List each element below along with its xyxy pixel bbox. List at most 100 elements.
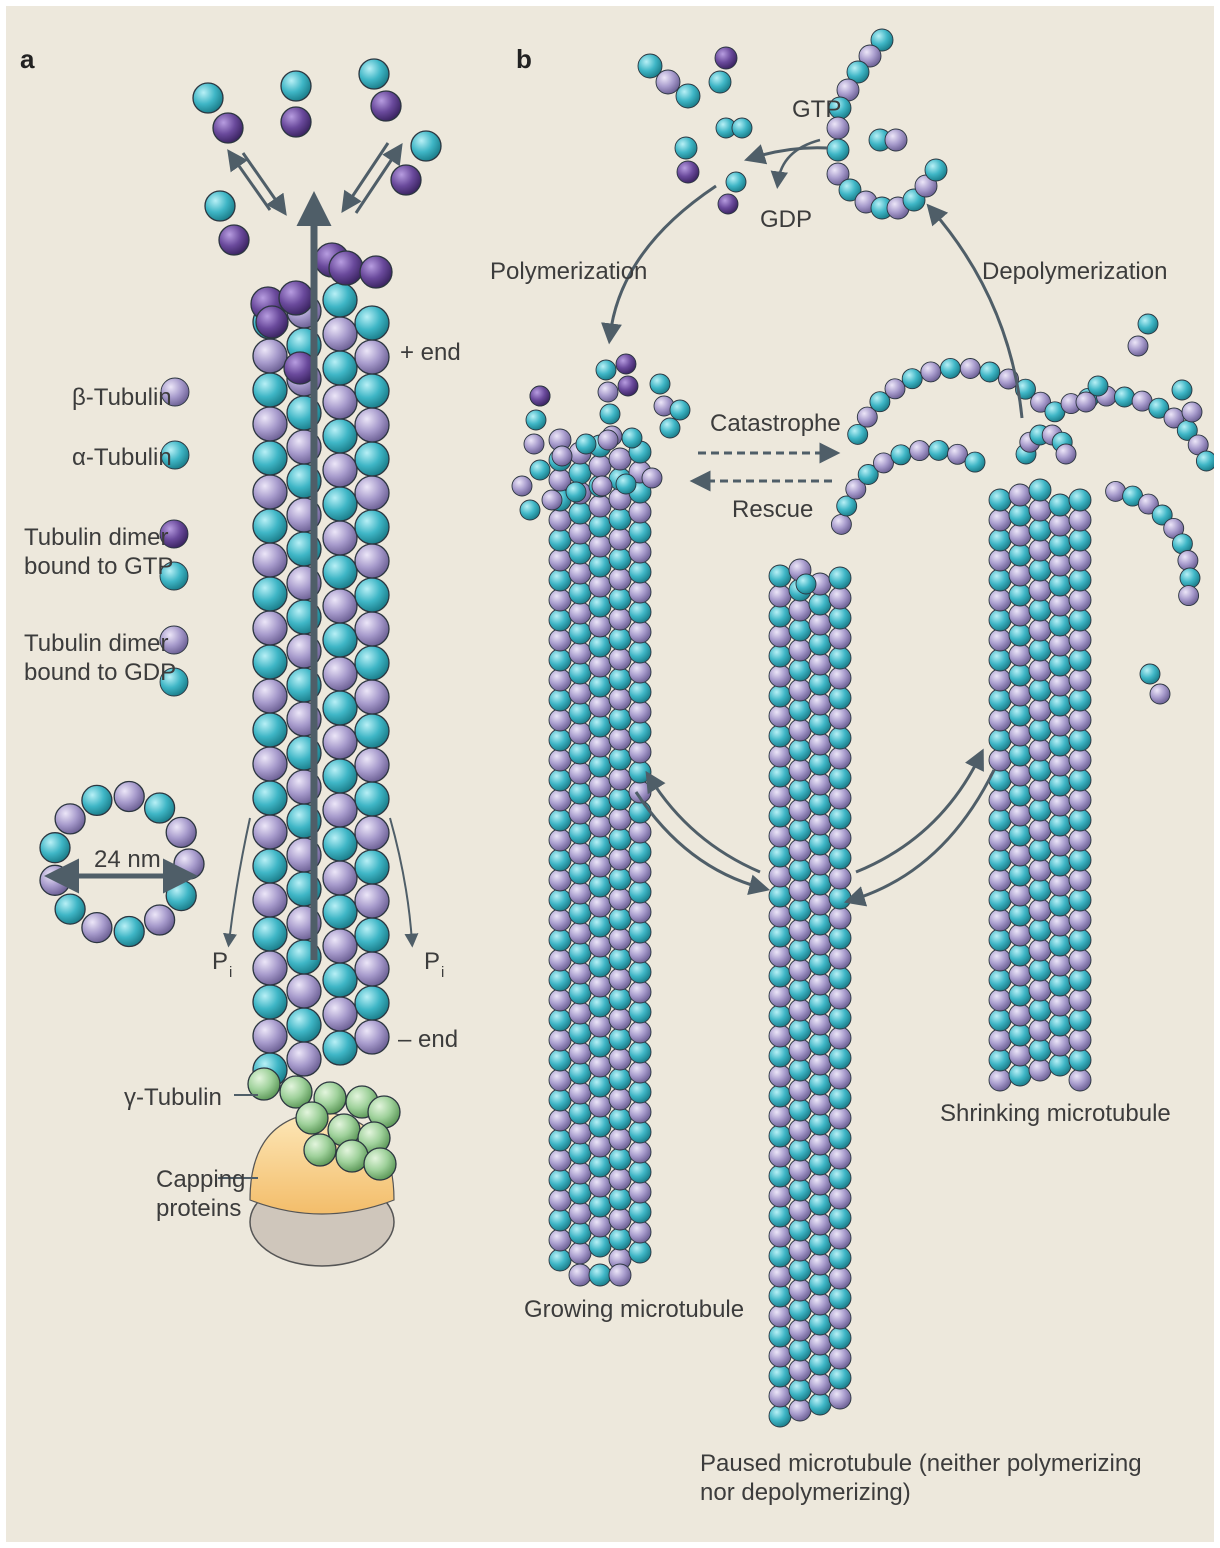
- beta-tubulin-sphere: [589, 1095, 611, 1117]
- alpha-tubulin-sphere: [609, 1148, 631, 1170]
- alpha-tubulin-sphere: [629, 521, 651, 543]
- beta-tubulin-sphere: [829, 947, 851, 969]
- beta-tubulin-sphere: [549, 1229, 571, 1251]
- alpha-tubulin-sphere: [940, 358, 960, 378]
- beta-tubulin-sphere: [552, 446, 572, 466]
- beta-tubulin-sphere: [629, 901, 651, 923]
- alpha-tubulin-sphere: [789, 1139, 811, 1161]
- alpha-tubulin-sphere: [789, 1179, 811, 1201]
- alpha-tubulin-sphere: [989, 689, 1011, 711]
- beta-tubulin-sphere: [524, 434, 544, 454]
- beta-tubulin-sphere: [629, 1061, 651, 1083]
- alpha-tubulin-sphere: [616, 474, 636, 494]
- beta-tubulin-sphere: [829, 1307, 851, 1329]
- alpha-tubulin-sphere: [809, 1193, 831, 1215]
- beta-tubulin-sphere: [1029, 619, 1051, 641]
- beta-tubulin-sphere: [629, 541, 651, 563]
- panel-a-letter: a: [20, 44, 34, 75]
- beta-tubulin-sphere: [769, 665, 791, 687]
- beta-tubulin-sphere: [769, 1105, 791, 1127]
- alpha-tubulin-sphere: [827, 139, 849, 161]
- alpha-tubulin-sphere: [609, 948, 631, 970]
- beta-tubulin-sphere: [549, 509, 571, 531]
- alpha-tubulin-sphere: [829, 1007, 851, 1029]
- beta-tubulin-sphere: [1049, 594, 1071, 616]
- alpha-tubulin-sphere: [902, 369, 922, 389]
- beta-tubulin-sphere: [1069, 549, 1091, 571]
- beta-tubulin-sphere: [569, 722, 591, 744]
- alpha-tubulin-sphere: [355, 850, 389, 884]
- alpha-tubulin-sphere: [281, 71, 311, 101]
- beta-tubulin-sphere: [769, 985, 791, 1007]
- beta-tubulin-sphere: [789, 1199, 811, 1221]
- beta-tubulin-sphere: [789, 1119, 811, 1141]
- alpha-tubulin-sphere: [769, 925, 791, 947]
- alpha-tubulin-sphere: [355, 646, 389, 680]
- alpha-tubulin-sphere: [569, 1102, 591, 1124]
- beta-tubulin-sphere: [989, 589, 1011, 611]
- alpha-tubulin-sphere: [1009, 624, 1031, 646]
- alpha-tubulin-sphere: [789, 1259, 811, 1281]
- beta-tubulin-sphere: [569, 562, 591, 584]
- beta-tubulin-sphere: [885, 379, 905, 399]
- beta-tubulin-sphere: [642, 468, 662, 488]
- beta-tubulin-sphere: [1069, 949, 1091, 971]
- alpha-tubulin-sphere: [589, 1115, 611, 1137]
- alpha-tubulin-sphere: [549, 729, 571, 751]
- beta-tubulin-sphere: [1029, 979, 1051, 1001]
- alpha-tubulin-sphere: [569, 1022, 591, 1044]
- gdp-dimer-label-line1: Tubulin dimer: [24, 630, 176, 659]
- alpha-tubulin-sphere: [1009, 784, 1031, 806]
- alpha-tubulin-sphere: [989, 489, 1011, 511]
- alpha-tubulin-sphere: [589, 955, 611, 977]
- alpha-tubulin-sphere: [40, 833, 70, 863]
- alpha-tubulin-sphere: [1029, 519, 1051, 541]
- beta-tubulin-sphere: [569, 642, 591, 664]
- alpha-tubulin-sphere: [609, 748, 631, 770]
- beta-tubulin-sphere: [769, 945, 791, 967]
- beta-tubulin-sphere: [629, 581, 651, 603]
- alpha-tubulin-sphere: [549, 1209, 571, 1231]
- beta-tubulin-sphere: [629, 1101, 651, 1123]
- alpha-tubulin-sphere: [253, 713, 287, 747]
- alpha-tubulin-sphere: [789, 899, 811, 921]
- alpha-tubulin-sphere: [569, 1062, 591, 1084]
- beta-tubulin-sphere: [609, 968, 631, 990]
- alpha-tubulin-sphere: [526, 410, 546, 430]
- alpha-tubulin-sphere: [989, 969, 1011, 991]
- beta-tubulin-sphere: [769, 1305, 791, 1327]
- beta-tubulin-sphere: [1029, 859, 1051, 881]
- beta-tubulin-sphere: [960, 359, 980, 379]
- beta-tubulin-sphere: [629, 981, 651, 1003]
- beta-tubulin-sphere: [589, 695, 611, 717]
- beta-tubulin-sphere: [809, 613, 831, 635]
- beta-tubulin-sphere: [145, 905, 175, 935]
- alpha-tubulin-sphere: [589, 1264, 611, 1286]
- gtp-beta-tubulin-sphere: [360, 256, 392, 288]
- alpha-tubulin-sphere: [1029, 719, 1051, 741]
- alpha-tubulin-sphere: [789, 1019, 811, 1041]
- beta-tubulin-sphere: [989, 749, 1011, 771]
- alpha-tubulin-sphere: [549, 769, 571, 791]
- alpha-tubulin-sphere: [323, 419, 357, 453]
- beta-tubulin-sphere: [589, 575, 611, 597]
- alpha-tubulin-sphere: [1196, 451, 1214, 471]
- beta-tubulin-sphere: [989, 909, 1011, 931]
- beta-tubulin-sphere: [829, 827, 851, 849]
- beta-tubulin-sphere: [1128, 336, 1148, 356]
- beta-tubulin-sphere: [809, 1173, 831, 1195]
- beta-tubulin-sphere: [769, 1185, 791, 1207]
- alpha-tubulin-sphere: [1049, 614, 1071, 636]
- alpha-tubulin-sphere: [1049, 1054, 1071, 1076]
- alpha-tubulin-sphere: [629, 1241, 651, 1263]
- alpha-tubulin-sphere: [549, 849, 571, 871]
- beta-tubulin-sphere: [789, 1079, 811, 1101]
- alpha-tubulin-sphere: [829, 1087, 851, 1109]
- beta-tubulin-sphere: [166, 817, 196, 847]
- beta-tubulin-sphere: [1009, 564, 1031, 586]
- beta-tubulin-sphere: [1009, 924, 1031, 946]
- beta-tubulin-sphere: [1029, 779, 1051, 801]
- alpha-tubulin-sphere: [569, 1182, 591, 1204]
- shrinking-microtubule-label: Shrinking microtubule: [940, 1100, 1171, 1129]
- beta-tubulin-sphere: [1009, 604, 1031, 626]
